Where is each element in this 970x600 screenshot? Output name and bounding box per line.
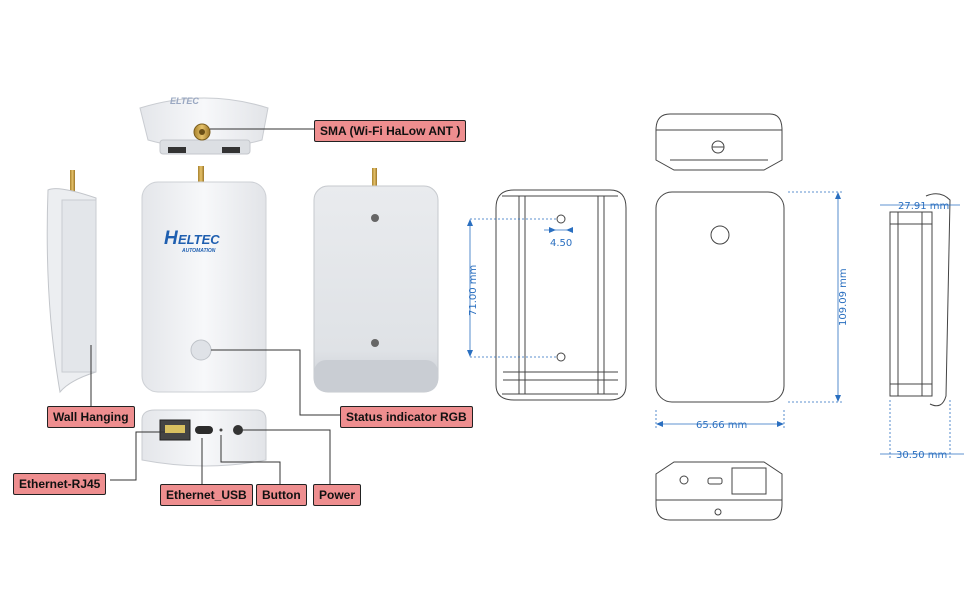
dim-depth-top: 27.91 mm <box>898 201 949 212</box>
device-ports-view <box>141 409 267 467</box>
device-back-view <box>313 168 439 393</box>
drawing-front-outline <box>655 191 785 403</box>
drawing-top-outline <box>655 113 783 171</box>
leader-lines <box>90 128 340 484</box>
dim-width: 65.66 mm <box>696 420 747 431</box>
dim-hole-pitch: 71.00 mm <box>468 265 479 316</box>
drawing-back-outline <box>495 189 627 401</box>
drawing-bottom-outline <box>655 461 783 521</box>
status-led <box>190 339 212 361</box>
callout-status-indicator: Status indicator RGB <box>340 406 473 428</box>
logo-subtitle: AUTOMATION <box>181 248 216 254</box>
reset-button <box>219 428 223 432</box>
usb-port <box>195 426 213 434</box>
dim-depth-bottom: 30.50 mm <box>896 450 947 461</box>
callout-button: Button <box>256 484 307 506</box>
callout-ethernet-rj45: Ethernet-RJ45 <box>13 473 107 495</box>
dimension-arrows <box>467 192 841 427</box>
drawing-side-outline <box>889 193 951 407</box>
device-front-view: H ELTEC AUTOMATION <box>141 166 267 393</box>
svg-text:ELTEC: ELTEC <box>170 96 199 106</box>
device-side-view <box>46 170 97 394</box>
dim-height: 109.09 mm <box>838 268 849 326</box>
mount-hole <box>371 339 379 347</box>
callout-wall-hanging: Wall Hanging <box>47 406 135 428</box>
device-top-view: ELTEC <box>139 96 269 155</box>
callout-sma: SMA (Wi-Fi HaLow ANT ) <box>314 120 467 142</box>
callout-ethernet-usb: Ethernet_USB <box>160 484 253 506</box>
logo-letter: H <box>164 228 179 249</box>
sma-connector-top <box>193 123 211 141</box>
dim-hole-spacing: 4.50 <box>550 238 572 249</box>
callout-power: Power <box>313 484 362 506</box>
mount-hole <box>371 214 379 222</box>
dimension-lines <box>469 191 964 460</box>
logo-text: ELTEC <box>178 232 220 247</box>
